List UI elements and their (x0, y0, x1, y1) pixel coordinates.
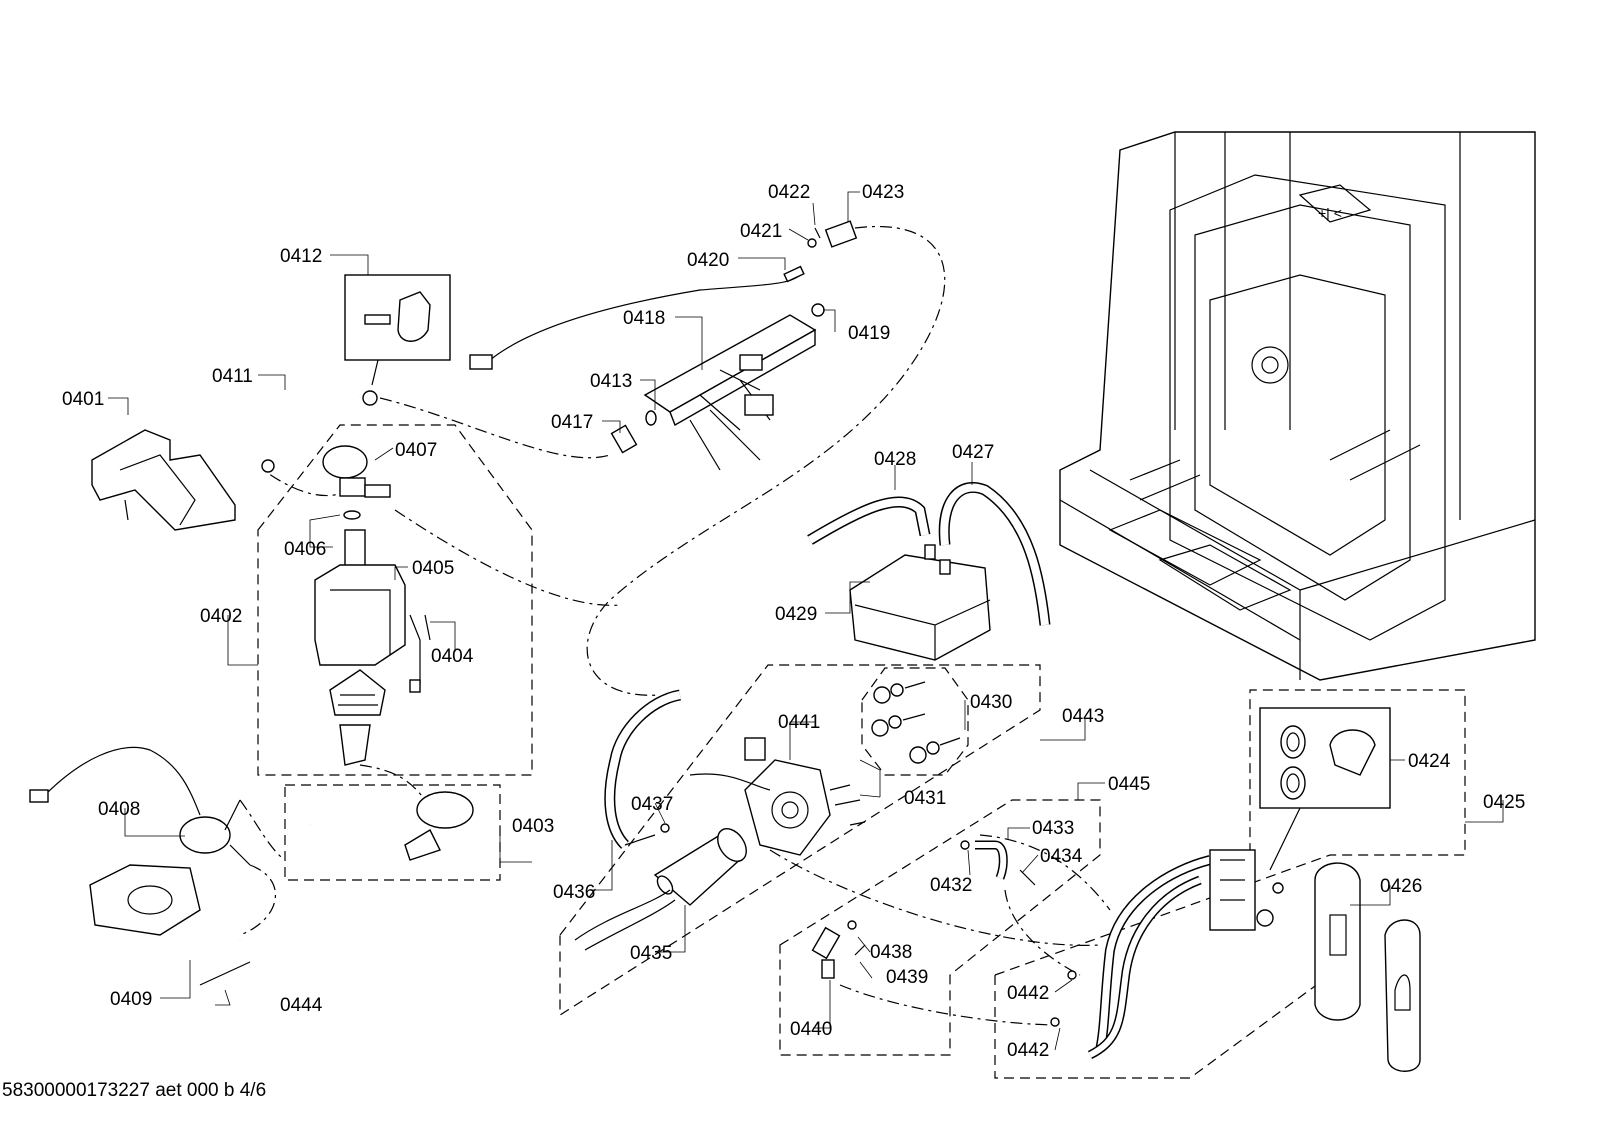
small-fittings (610, 220, 858, 454)
callout-0423: 0423 (862, 182, 904, 203)
callout-0443: 0443 (1062, 706, 1104, 727)
callout-0412: 0412 (280, 246, 322, 267)
group-0430-boundary (861, 667, 969, 776)
part-0412-clamp-detail (344, 274, 451, 386)
callout-0424: 0424 (1408, 751, 1451, 772)
callout-0433: 0433 (1032, 818, 1074, 839)
callout-0407: 0407 (395, 440, 437, 461)
callout-0435: 0435 (630, 943, 672, 964)
callout-0439: 0439 (886, 967, 928, 988)
callout-0401: 0401 (62, 389, 104, 410)
part-0401-bracket (91, 429, 236, 531)
group-0402-boundary (257, 424, 533, 776)
callout-0442-upper: 0442 (1007, 983, 1049, 1004)
part-0431-valve-block (689, 737, 866, 856)
group-0425-boundary (994, 689, 1466, 1079)
group-boundaries (257, 424, 1466, 1079)
callout-0413: 0413 (590, 371, 632, 392)
part-0429-container (807, 482, 1051, 661)
document-id-footer: 58300000173227 aet 000 b 4/6 (2, 1080, 267, 1101)
callout-0444: 0444 (280, 995, 323, 1016)
part-0430-fasteners (871, 681, 961, 764)
callout-0422: 0422 (768, 182, 810, 203)
callout-labels: 0401 0402 0403 0404 0405 0406 0407 0408 … (62, 182, 1525, 1061)
callout-0419: 0419 (848, 323, 890, 344)
svg-text:+| <: +| < (1318, 205, 1342, 221)
part-0425-valve-assembly (1050, 849, 1284, 1060)
callout-0427: 0427 (952, 442, 994, 463)
callout-0431: 0431 (904, 788, 946, 809)
part-0440-fitting (811, 920, 866, 979)
part-0403-connector (308, 791, 474, 861)
part-0408-flowmeter (29, 746, 251, 866)
callout-0421: 0421 (740, 221, 782, 242)
callout-0406: 0406 (284, 539, 326, 560)
part-0436-tube (604, 689, 682, 849)
callout-0409: 0409 (110, 989, 152, 1010)
callout-0430: 0430 (970, 692, 1012, 713)
part-0409-tank (89, 864, 251, 986)
part-0405-pump (314, 445, 431, 766)
part-0433-elbow (960, 840, 1036, 886)
part-0435-filter (574, 828, 747, 951)
callout-0432: 0432 (930, 875, 972, 896)
callout-0426: 0426 (1380, 876, 1422, 897)
callout-0436: 0436 (553, 882, 595, 903)
part-0418-heater (469, 274, 817, 471)
callout-0417: 0417 (551, 412, 593, 433)
callout-0441: 0441 (778, 712, 820, 733)
part-0426-covers (1314, 862, 1421, 1072)
group-0445-boundary (779, 799, 1101, 1056)
group-0443-boundary (559, 664, 1041, 1017)
machine-frame-drawing: +| < (1059, 131, 1536, 681)
callout-0438: 0438 (870, 942, 912, 963)
callout-0445: 0445 (1108, 774, 1150, 795)
callout-0442-lower: 0442 (1007, 1040, 1049, 1061)
part-0424-detail (1259, 707, 1391, 871)
part-0411-hose (228, 380, 378, 473)
callout-0411: 0411 (212, 366, 253, 387)
callout-0437: 0437 (631, 794, 673, 815)
callout-0402: 0402 (200, 606, 242, 627)
callout-0440: 0440 (790, 1019, 832, 1040)
callout-0403: 0403 (512, 816, 554, 837)
callout-0405: 0405 (412, 558, 454, 579)
callout-0428: 0428 (874, 449, 916, 470)
callout-0418: 0418 (623, 308, 665, 329)
callout-0408: 0408 (98, 799, 140, 820)
callout-0420: 0420 (687, 250, 729, 271)
leader-lines (108, 191, 1504, 1051)
callout-0425: 0425 (1483, 792, 1525, 813)
callout-0434: 0434 (1040, 846, 1083, 867)
callout-0404: 0404 (431, 646, 474, 667)
callout-0429: 0429 (775, 604, 817, 625)
